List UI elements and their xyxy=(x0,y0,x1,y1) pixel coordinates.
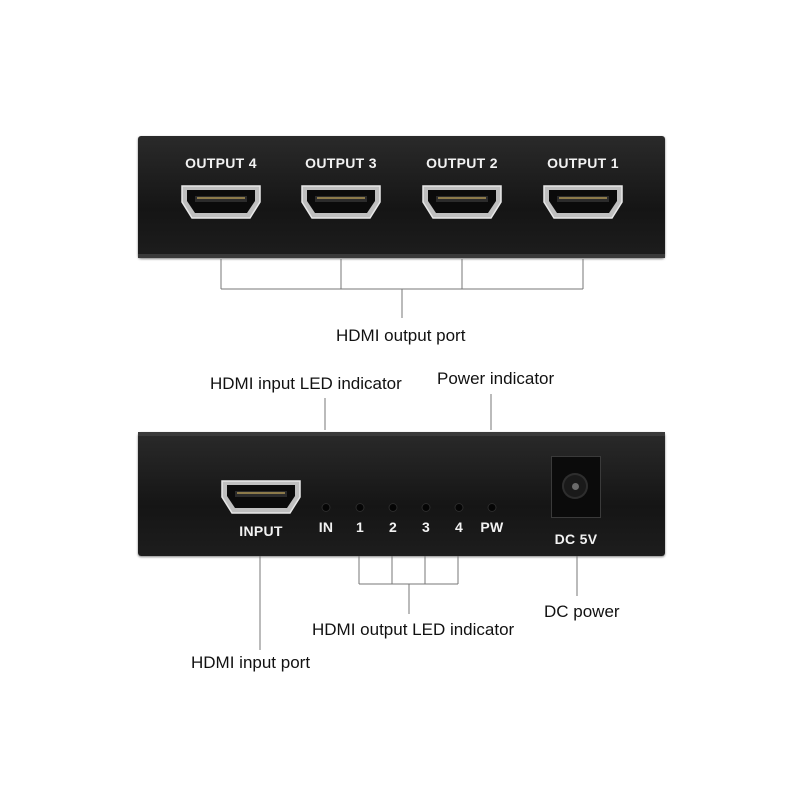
hdmi-input-port xyxy=(219,479,303,515)
led-2 xyxy=(388,503,398,512)
hdmi-output-3-port xyxy=(299,184,383,220)
hdmi-output-1-port xyxy=(541,184,625,220)
led-in xyxy=(321,503,331,512)
led-label-2: 2 xyxy=(388,519,398,535)
output-4-label: OUTPUT 4 xyxy=(185,155,257,171)
caption-hdmi-input-led: HDMI input LED indicator xyxy=(210,374,402,393)
dc-jack-pin xyxy=(572,483,579,490)
caption-hdmi-input-port: HDMI input port xyxy=(191,653,311,672)
dc-power-jack xyxy=(551,456,601,518)
hdmi-output-2-port xyxy=(420,184,504,220)
led-4 xyxy=(454,503,464,512)
led-pw xyxy=(487,503,497,512)
led-label-4: 4 xyxy=(454,519,464,535)
dc-5v-label: DC 5V xyxy=(554,531,598,547)
panel-rim xyxy=(138,432,665,436)
caption-power-indicator: Power indicator xyxy=(437,369,555,388)
led-label-pw: PW xyxy=(480,519,504,535)
output-1-label: OUTPUT 1 xyxy=(547,155,619,171)
caption-hdmi-output-led: HDMI output LED indicator xyxy=(312,620,515,639)
panel-rim xyxy=(138,254,665,258)
caption-dc-power: DC power xyxy=(544,602,620,621)
led-1 xyxy=(355,503,365,512)
led-label-3: 3 xyxy=(421,519,431,535)
caption-hdmi-output-port: HDMI output port xyxy=(336,326,466,345)
led-label-in: IN xyxy=(318,519,334,535)
hdmi-output-4-port xyxy=(179,184,263,220)
led-3 xyxy=(421,503,431,512)
output-3-label: OUTPUT 3 xyxy=(305,155,377,171)
input-label: INPUT xyxy=(239,523,283,539)
led-label-1: 1 xyxy=(355,519,365,535)
output-2-label: OUTPUT 2 xyxy=(426,155,498,171)
